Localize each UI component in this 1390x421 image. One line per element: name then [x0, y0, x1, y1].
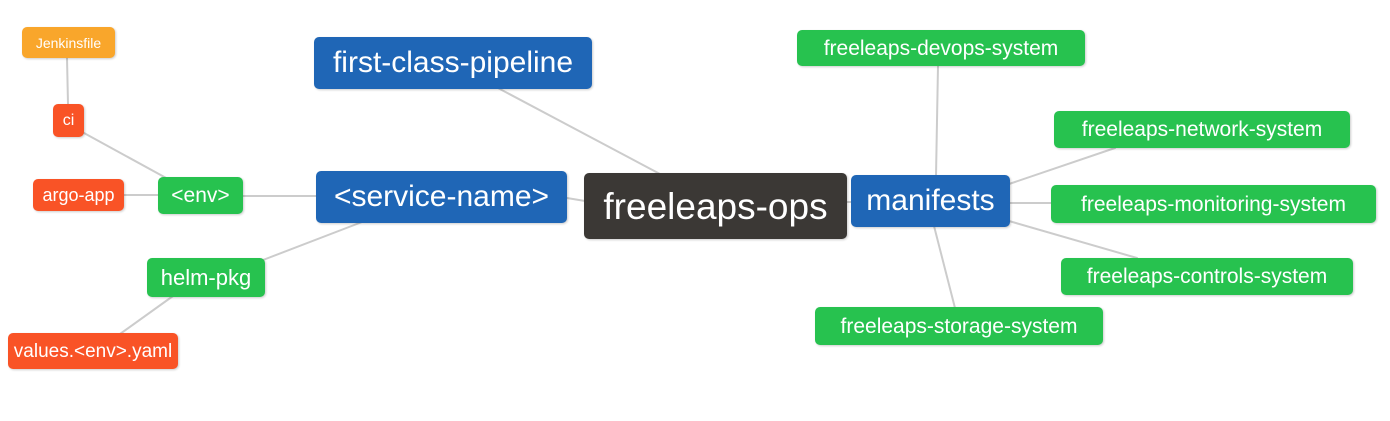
node-ci[interactable]: ci [53, 104, 84, 137]
node-network-system[interactable]: freeleaps-network-system [1054, 111, 1350, 148]
node-monitoring-system[interactable]: freeleaps-monitoring-system [1051, 185, 1376, 223]
node-service-name[interactable]: <service-name> [316, 171, 567, 223]
node-env[interactable]: <env> [158, 177, 243, 214]
edge-manifests-network [1008, 147, 1116, 185]
node-jenkinsfile[interactable]: Jenkinsfile [22, 27, 115, 58]
edge-service-name-ops [566, 197, 586, 202]
edge-helm-pkg-values [119, 295, 174, 335]
edge-pipeline-ops [497, 87, 661, 175]
edge-manifests-devops [935, 65, 939, 177]
node-manifests[interactable]: manifests [851, 175, 1010, 227]
edge-service-name-helm-pkg [262, 221, 363, 261]
node-first-class-pipeline[interactable]: first-class-pipeline [314, 37, 592, 89]
node-helm-pkg[interactable]: helm-pkg [147, 258, 265, 297]
edge-jenkinsfile-ci [66, 57, 69, 105]
node-storage-system[interactable]: freeleaps-storage-system [815, 307, 1103, 345]
node-argo-app[interactable]: argo-app [33, 179, 124, 211]
edge-ci-env [83, 132, 169, 180]
edge-manifests-storage [933, 225, 956, 309]
node-freeleaps-ops[interactable]: freeleaps-ops [584, 173, 847, 239]
edge-manifests-controls [1008, 220, 1138, 259]
node-devops-system[interactable]: freeleaps-devops-system [797, 30, 1085, 66]
node-controls-system[interactable]: freeleaps-controls-system [1061, 258, 1353, 295]
node-values-env-yaml[interactable]: values.<env>.yaml [8, 333, 178, 369]
